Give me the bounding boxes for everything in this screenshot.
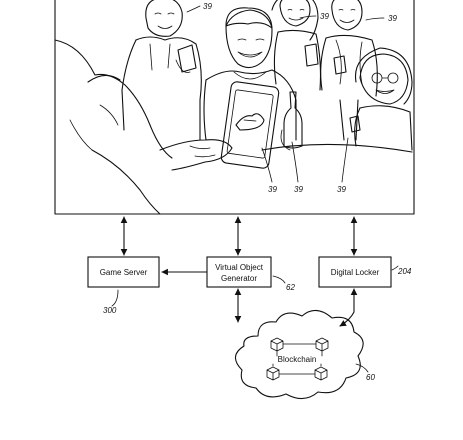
ref-label-39: 39 (268, 185, 277, 194)
leader-lines (186, 5, 385, 183)
digital-locker-box: Digital Locker (318, 256, 392, 288)
ref-label-60: 60 (366, 373, 375, 382)
ref-label-39: 39 (320, 12, 329, 21)
ref-label-39: 39 (388, 14, 397, 23)
game-server-box: Game Server (87, 256, 160, 288)
cube-icon (270, 337, 284, 352)
phone-small (349, 115, 361, 133)
virtual-object-generator-label-line2: Generator (221, 274, 257, 283)
person-tanktop (320, 0, 378, 141)
ref-label-39: 39 (337, 185, 346, 194)
smartphone (220, 81, 280, 169)
blockchain-cloud: Blockchain (234, 309, 364, 400)
scene-panel: 39 39 39 39 39 39 (54, 0, 415, 215)
virtual-object-generator-box: Virtual Object Generator (206, 256, 272, 288)
cube-icon (266, 366, 280, 381)
phone-small (333, 55, 347, 75)
leader-204 (391, 265, 399, 271)
scene-connectors (120, 216, 358, 256)
foreground-person (54, 39, 233, 215)
person-hoodie (121, 0, 202, 141)
game-server-label: Game Server (100, 268, 148, 277)
phone-small (177, 44, 197, 73)
shoe-icon (235, 113, 265, 131)
table-edge (261, 143, 413, 153)
leader-62 (272, 275, 286, 284)
phone-small (304, 43, 319, 67)
person-glasses (349, 47, 413, 151)
ref-label-204: 204 (397, 267, 412, 276)
digital-locker-label: Digital Locker (331, 268, 380, 277)
ref-label-39: 39 (203, 2, 212, 11)
leader-60 (355, 363, 369, 373)
blockchain-label: Blockchain (278, 355, 317, 364)
arrow-locker-blockchain (339, 288, 358, 327)
leader-300 (111, 289, 119, 307)
cube-icon (314, 366, 328, 381)
scene-frame (54, 0, 415, 215)
ref-label-39: 39 (294, 185, 303, 194)
person-center (203, 7, 297, 141)
cube-icon (315, 337, 329, 352)
chain-links (272, 343, 323, 375)
virtual-object-generator-label-line1: Virtual Object (215, 263, 264, 272)
ref-label-300: 300 (103, 306, 117, 315)
ref-label-62: 62 (286, 283, 295, 292)
person-woman (271, 0, 322, 91)
bottle (280, 91, 303, 151)
